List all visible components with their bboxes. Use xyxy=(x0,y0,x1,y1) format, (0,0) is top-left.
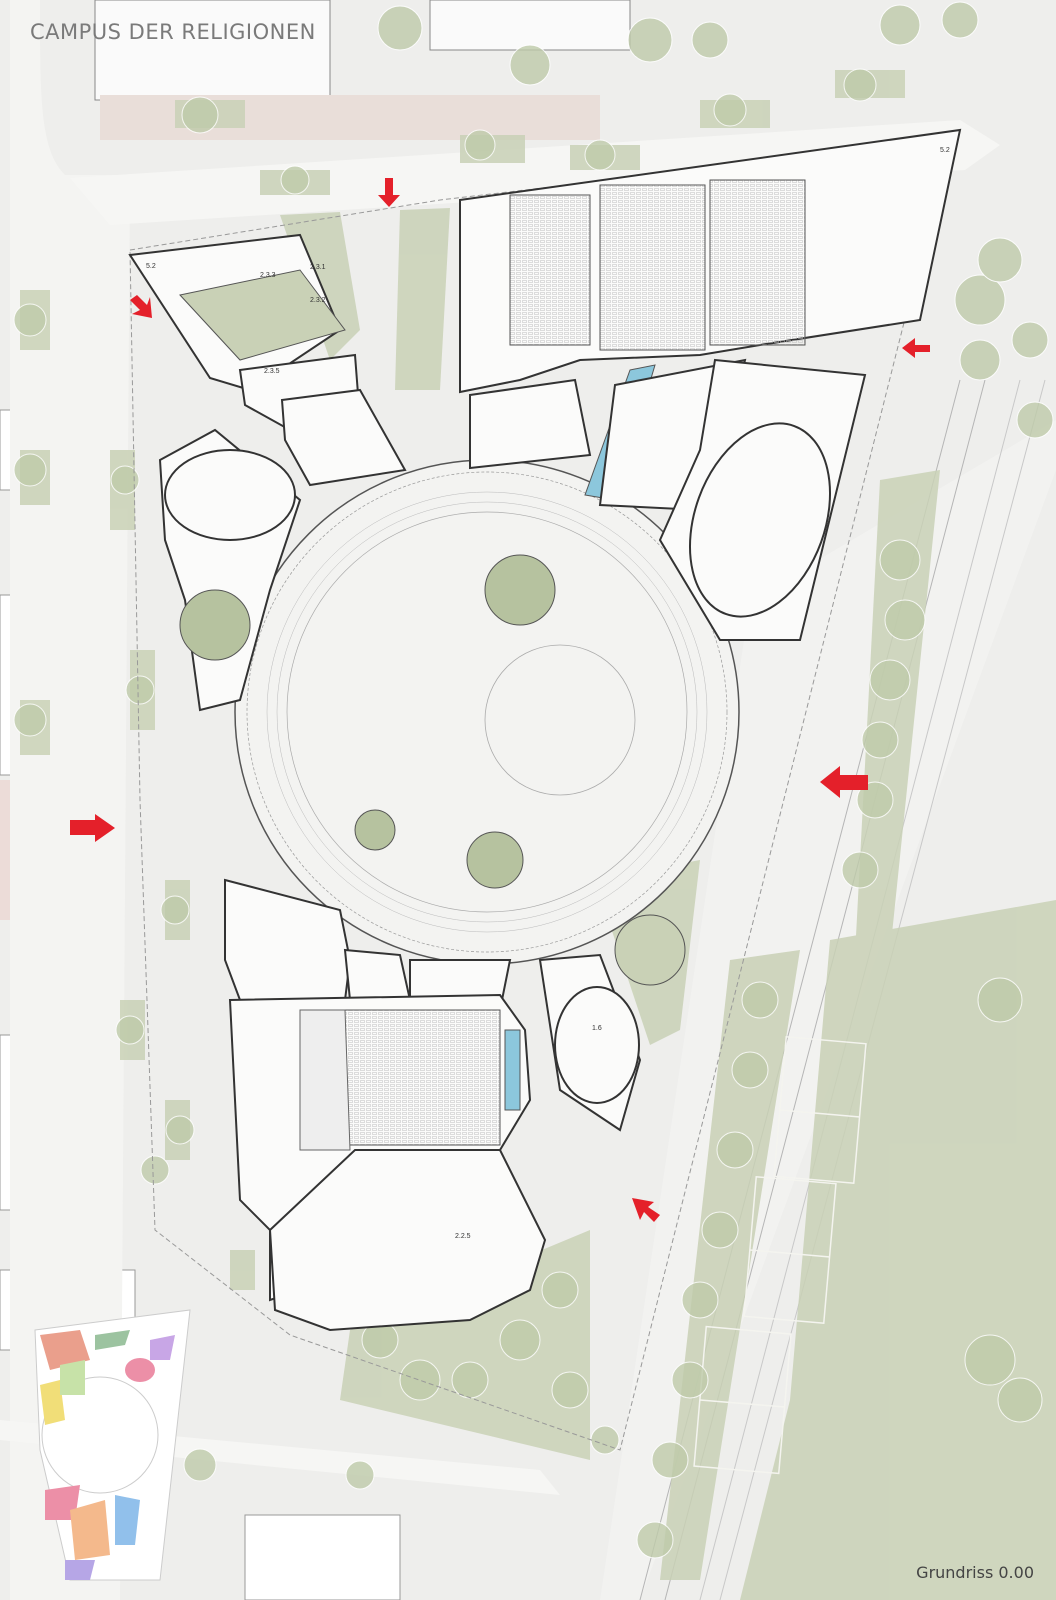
buildings xyxy=(128,128,962,1332)
entrance-arrow-icon xyxy=(70,178,930,1222)
room-label: 5.2 xyxy=(146,263,156,270)
site-boundary xyxy=(129,139,951,1451)
south-building xyxy=(244,1514,401,1600)
page-title: CAMPUS DER RELIGIONEN xyxy=(30,20,316,44)
room-label: 2.3.2 xyxy=(310,297,326,304)
room-label: 2.3.3 xyxy=(260,272,276,279)
building-hall-square xyxy=(280,388,407,487)
room-label: 2.3.5 xyxy=(264,368,280,375)
trees xyxy=(13,1,1054,1559)
building-s-small xyxy=(343,948,412,1001)
room-label: 5.2 xyxy=(940,147,950,154)
room-label: 2.2.5 xyxy=(455,1233,471,1240)
plan-caption: Grundriss 0.00 xyxy=(916,1563,1034,1582)
north-key-plan xyxy=(34,1309,191,1581)
room-label: 2.3.1 xyxy=(310,264,326,271)
sports-fields xyxy=(693,1035,867,1475)
room-label: 1.6 xyxy=(592,1025,602,1032)
building-n-center xyxy=(469,378,592,470)
northeast-building-block xyxy=(429,0,631,51)
north-building-block xyxy=(94,0,331,101)
building-south-lobby xyxy=(268,1149,547,1332)
